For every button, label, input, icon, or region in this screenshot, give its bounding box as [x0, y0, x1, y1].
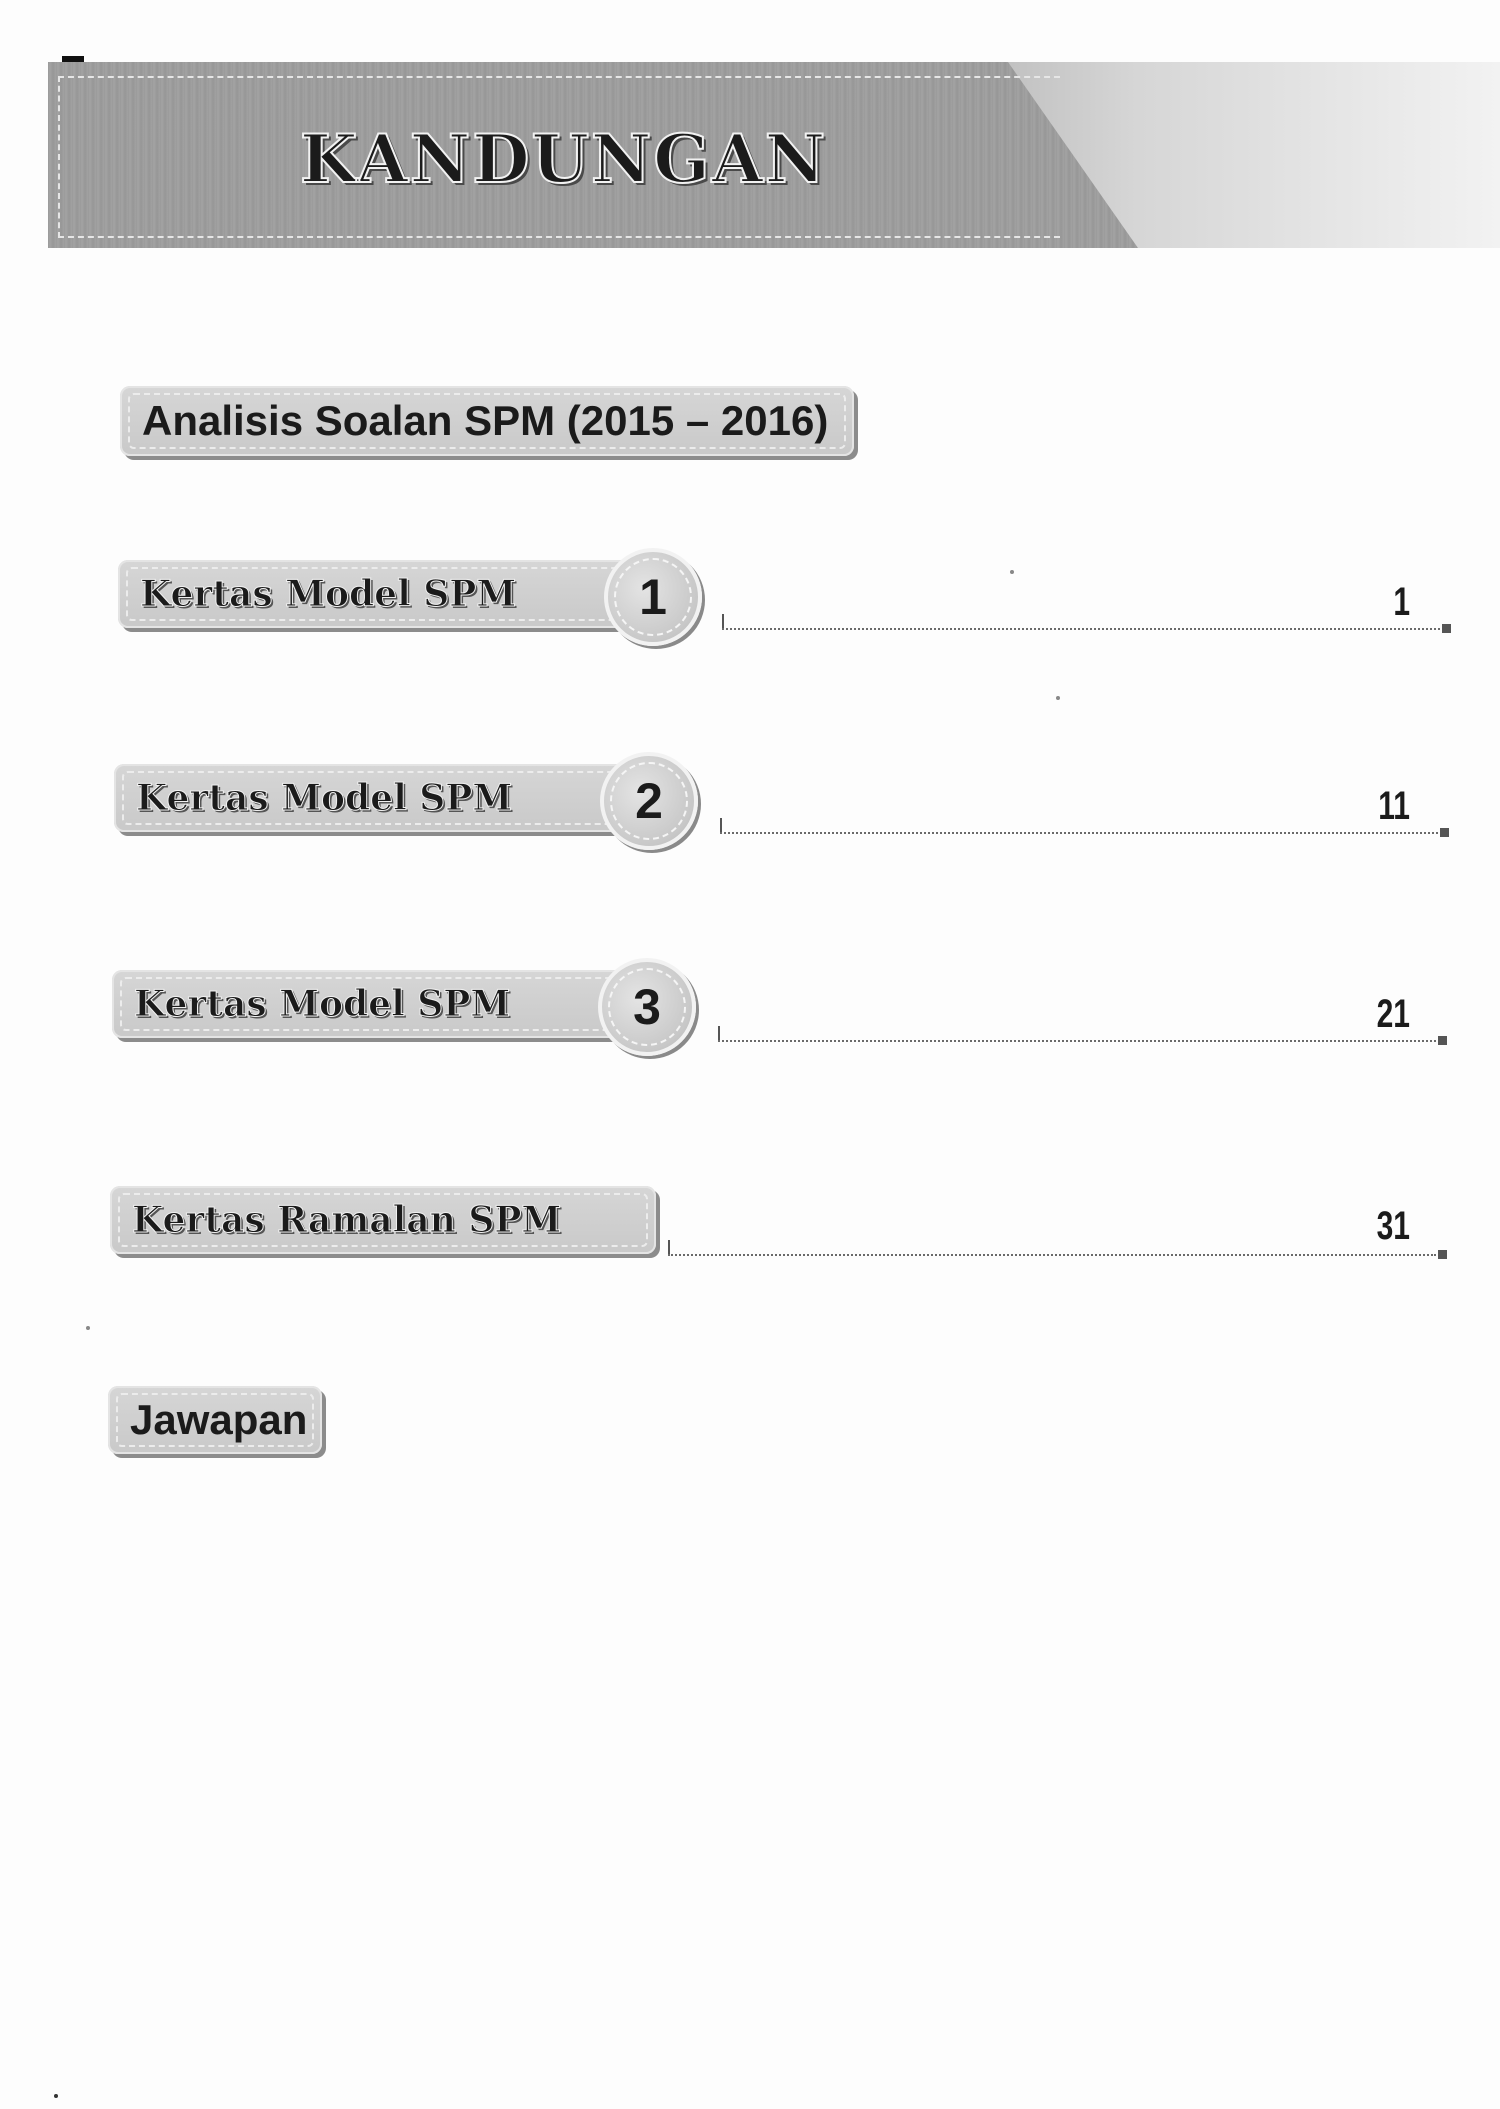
- toc-leader-dots: [722, 614, 1440, 630]
- toc-entry-jawapan[interactable]: Jawapan: [108, 1386, 322, 1454]
- paper-number-badge-2: 2: [600, 752, 698, 850]
- toc-page-number: 11: [1378, 784, 1410, 828]
- scan-speck: [54, 2094, 58, 2098]
- toc-page-number: 31: [1376, 1204, 1410, 1248]
- toc-entry-analisis[interactable]: Analisis Soalan SPM (2015 – 2016): [120, 386, 854, 456]
- scan-speck: [1010, 570, 1014, 574]
- scan-speck: [1056, 696, 1060, 700]
- leader-end-marker: [1442, 624, 1451, 633]
- toc-entry-model-1[interactable]: Kertas Model SPM: [118, 560, 658, 628]
- paper-number-badge-3: 3: [598, 958, 696, 1056]
- toc-entry-label: Analisis Soalan SPM (2015 – 2016): [142, 397, 829, 444]
- paper-number: 3: [633, 979, 661, 1035]
- toc-entry-model-3[interactable]: Kertas Model SPM: [112, 970, 652, 1038]
- leader-end-marker: [1440, 828, 1449, 837]
- toc-entry-label: Kertas Model SPM: [135, 777, 513, 820]
- toc-page-number: 21: [1376, 992, 1410, 1036]
- toc-page-number: 1: [1393, 580, 1410, 624]
- header-banner-tab: [48, 62, 1138, 248]
- toc-entry-ramalan[interactable]: Kertas Ramalan SPM: [110, 1186, 656, 1254]
- toc-leader-dots: [668, 1240, 1436, 1256]
- toc-entry-label: Kertas Model SPM: [133, 983, 511, 1026]
- scan-speck: [86, 1326, 90, 1330]
- paper-number: 1: [639, 569, 667, 625]
- toc-entry-label: Kertas Model SPM: [139, 573, 517, 616]
- page-title: KANDUNGAN: [299, 120, 828, 198]
- paper-number: 2: [635, 773, 663, 829]
- toc-entry-model-2[interactable]: Kertas Model SPM: [114, 764, 654, 832]
- corner-mark: [62, 56, 84, 62]
- toc-leader-dots: [718, 1026, 1436, 1042]
- toc-entry-label: Kertas Ramalan SPM: [131, 1199, 562, 1242]
- paper-number-badge-1: 1: [604, 548, 702, 646]
- leader-end-marker: [1438, 1036, 1447, 1045]
- toc-entry-label: Jawapan: [130, 1396, 308, 1443]
- header-banner-stitching: [58, 76, 1060, 238]
- toc-leader-dots: [720, 818, 1438, 834]
- leader-end-marker: [1438, 1250, 1447, 1259]
